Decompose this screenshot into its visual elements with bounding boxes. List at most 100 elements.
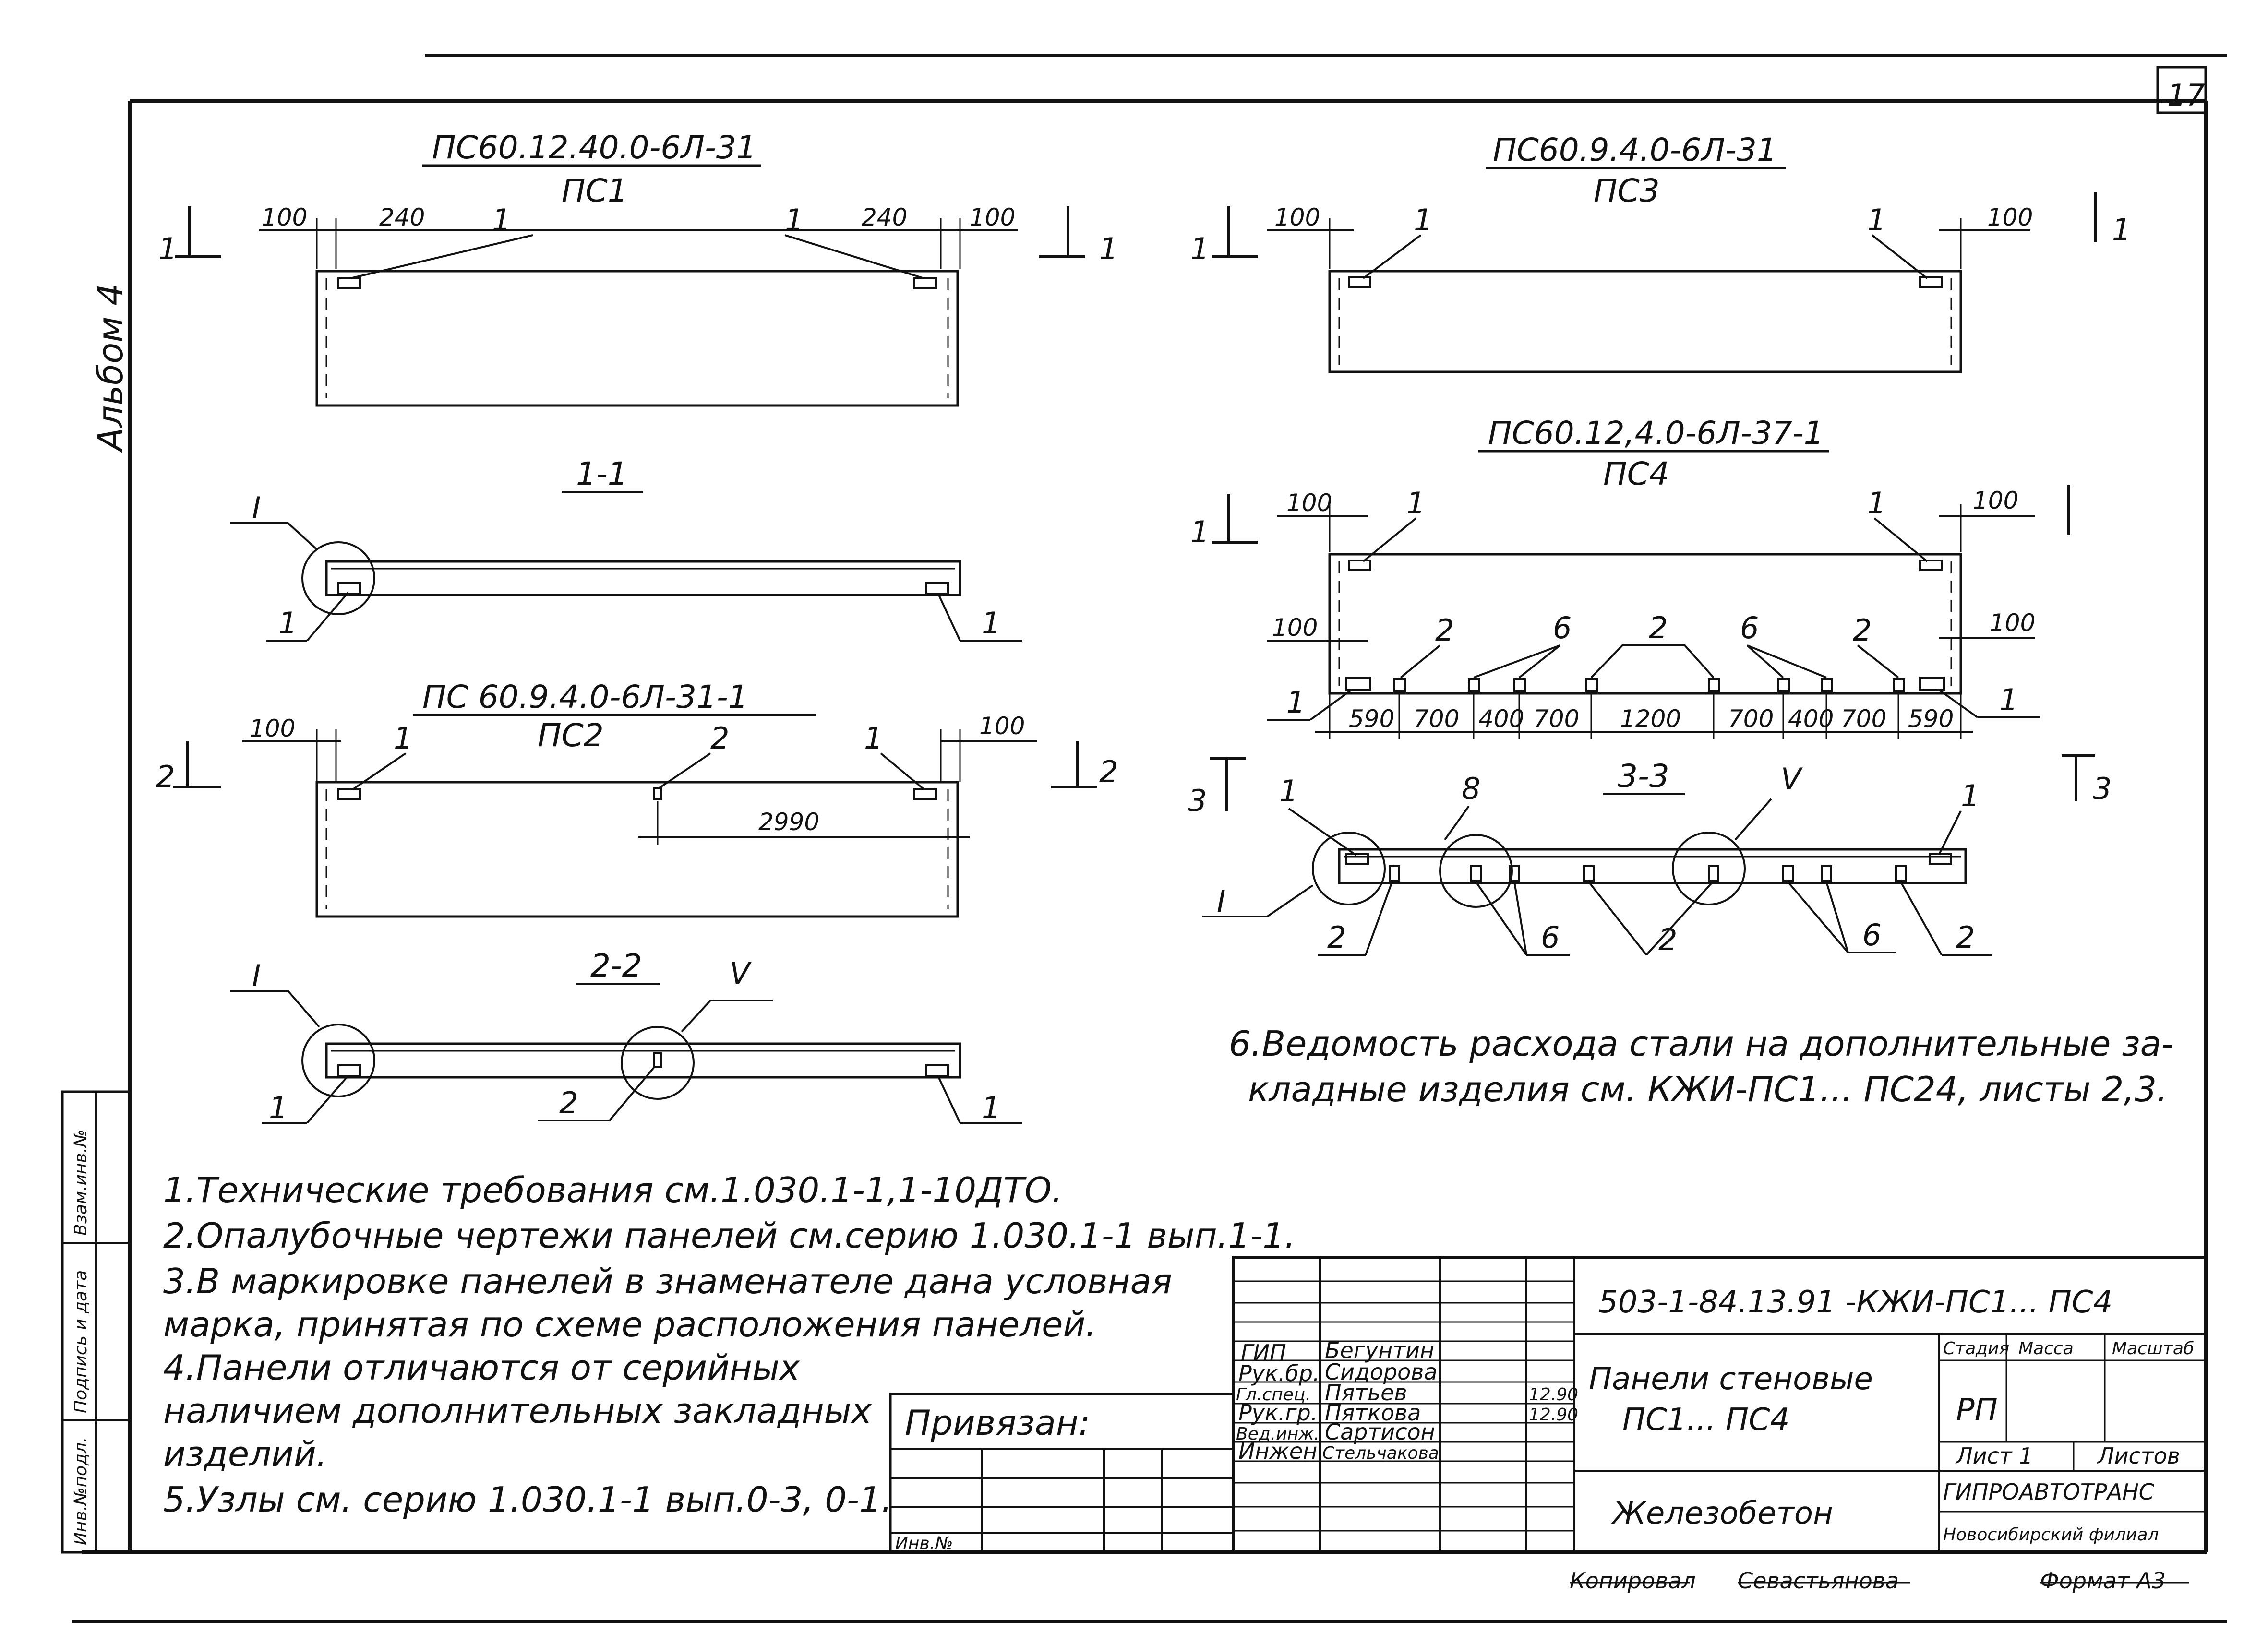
note-line-7: изделий. [163, 1434, 327, 1474]
pc3-title: ПС60.9.4.0-6Л-31 [1493, 131, 1777, 168]
staff-name-5: Стельчакова [1322, 1443, 1439, 1463]
svg-text:6: 6 [1740, 610, 1759, 645]
footer-copied: Копировал [1570, 1568, 1696, 1594]
svg-text:6: 6 [1541, 920, 1560, 955]
dim-chain-8: 590 [1908, 705, 1954, 733]
svg-text:2: 2 [1649, 610, 1668, 645]
note-line-8: 5.Узлы см. серию 1.030.1-1 вып.0-3, 0-1. [163, 1479, 892, 1520]
svg-text:2: 2 [1956, 920, 1975, 955]
panel-pc2: ПС 60.9.4.0-6Л-31-1 ПС2 2 2 100 100 1 2 … [156, 679, 1118, 918]
svg-text:100: 100 [1973, 487, 2018, 514]
binding-box: Привязан: Инв.№ [889, 1393, 1235, 1554]
pc2-code: ПС2 [538, 717, 604, 754]
svg-text:1: 1 [1961, 778, 1980, 813]
dim-chain-2: 400 [1478, 705, 1524, 733]
svg-text:1: 1 [785, 203, 804, 238]
svg-text:100: 100 [1274, 203, 1320, 231]
title-material: Железобетон [1611, 1496, 1833, 1531]
binding-label: Привязан: [905, 1403, 1090, 1443]
svg-text:1: 1 [1999, 682, 2018, 717]
svg-text:2: 2 [1853, 613, 1872, 648]
svg-text:8: 8 [1462, 771, 1480, 806]
svg-text:1: 1 [982, 1090, 1000, 1125]
org-line-2: Новосибирский филиал [1943, 1525, 2159, 1545]
svg-text:100: 100 [250, 715, 295, 742]
note-6-line-1: 6.Ведомость расхода стали на дополнитель… [1229, 1024, 2174, 1064]
staff-role-2: Гл.спец. [1236, 1385, 1311, 1405]
note-6: 6.Ведомость расхода стали на дополнитель… [1229, 1024, 2174, 1109]
footer-format: Формат А3 [2040, 1568, 2166, 1594]
section-3-3-label: 3-3 [1618, 758, 1669, 795]
staff-name-2: Пятьев [1325, 1380, 1407, 1406]
staff-name-3: Пяткова [1325, 1400, 1421, 1426]
pc4-code: ПС4 [1603, 455, 1669, 492]
svg-text:6: 6 [1553, 610, 1572, 645]
note-line-5: 4.Панели отличаются от серийных [163, 1347, 801, 1388]
svg-text:1: 1 [1279, 774, 1298, 809]
dim-chain-3: 700 [1534, 705, 1579, 733]
col-mass: Масса [2018, 1339, 2074, 1358]
title-name-line-2: ПС1... ПС4 [1622, 1402, 1789, 1438]
panel-pc1: ПС60.12.40.0-6Л-31 ПС1 1 1 100 240 240 1… [158, 129, 1118, 407]
svg-text:1: 1 [492, 203, 511, 238]
footer: Копировал Севастьянова Формат А3 [1570, 1568, 2189, 1594]
sheet-label: Лист 1 [1955, 1443, 2033, 1469]
svg-text:3: 3 [1188, 783, 1207, 818]
doc-code: 503-1-84.13.91 -КЖИ-ПС1... ПС4 [1598, 1285, 2112, 1320]
org-line-1: ГИПРОАВТОТРАНС [1943, 1479, 2154, 1505]
svg-text:V: V [730, 956, 752, 991]
pc1-code: ПС1 [562, 172, 628, 209]
album-label: Альбом 4 [90, 284, 131, 453]
sheet-number: 17 [2167, 78, 2205, 113]
svg-text:2: 2 [1435, 613, 1454, 648]
col-stage: Стадия [1943, 1339, 2009, 1358]
stamp-signature-date: Подпись и дата [71, 1270, 91, 1413]
svg-text:V: V [1781, 762, 1803, 797]
pc3-code: ПС3 [1594, 172, 1660, 209]
staff-date-3: 12.90 [1529, 1405, 1578, 1425]
svg-text:1: 1 [1867, 203, 1886, 238]
svg-text:1: 1 [1190, 514, 1209, 549]
dim-chain-1: 700 [1414, 705, 1459, 733]
note-6-line-2: кладные изделия см. КЖИ-ПС1... ПС24, лис… [1248, 1069, 2168, 1109]
dim-chain-4: 1200 [1620, 705, 1681, 733]
staff-name-1: Сидорова [1325, 1359, 1438, 1385]
svg-text:2: 2 [710, 721, 729, 756]
dim-chain-7: 700 [1841, 705, 1886, 733]
svg-text:1: 1 [158, 231, 177, 266]
svg-text:1: 1 [269, 1090, 288, 1125]
col-scale: Масштаб [2112, 1339, 2194, 1358]
staff-role-3: Рук.гр. [1238, 1400, 1318, 1426]
stamp-replacement-inv: Взам.инв.№ [71, 1129, 91, 1236]
svg-text:I: I [252, 958, 261, 993]
svg-text:100: 100 [1987, 203, 2033, 231]
svg-text:100: 100 [979, 712, 1025, 740]
svg-text:6: 6 [1862, 917, 1881, 953]
svg-text:2: 2 [1099, 754, 1118, 789]
svg-text:1: 1 [2112, 212, 2131, 247]
svg-text:1: 1 [1414, 203, 1432, 238]
notes-list: 1.Технические требования см.1.030.1-1,1-… [163, 1170, 1296, 1520]
svg-text:100: 100 [970, 203, 1015, 231]
staff-date-2: 12.90 [1529, 1385, 1578, 1405]
svg-text:100: 100 [1272, 614, 1318, 642]
dim-chain-5: 700 [1728, 705, 1774, 733]
stage-value: РП [1956, 1393, 1998, 1428]
stamp-inv-original: Инв.№подл. [71, 1437, 91, 1545]
panel-pc3: ПС60.9.4.0-6Л-31 ПС3 1 1 100 100 1 1 [1190, 131, 2131, 373]
svg-text:2: 2 [1658, 922, 1677, 957]
svg-text:2: 2 [1327, 920, 1346, 955]
svg-text:1: 1 [1099, 231, 1118, 266]
note-line-6: наличием дополнительных закладных [163, 1391, 873, 1431]
title-block: 503-1-84.13.91 -КЖИ-ПС1... ПС4 ГИП Бегун… [1232, 1256, 2207, 1554]
section-2-2: 2-2 I V 1 2 1 [230, 947, 1022, 1125]
section-1-1-label: 1-1 [576, 455, 628, 492]
dim-chain-6: 400 [1788, 705, 1834, 733]
section-2-2-label: 2-2 [590, 947, 642, 984]
note-line-2: 2.Опалубочные чертежи панелей см.серию 1… [163, 1215, 1296, 1256]
svg-text:1: 1 [1286, 685, 1305, 720]
note-line-1: 1.Технические требования см.1.030.1-1,1-… [163, 1170, 1063, 1210]
note-line-4: марка, принятая по схеме расположения па… [163, 1304, 1096, 1345]
section-3-3: 3 3 3-3 1 8 V 1 I 2 6 [1188, 754, 2112, 957]
svg-text:100: 100 [262, 203, 307, 231]
